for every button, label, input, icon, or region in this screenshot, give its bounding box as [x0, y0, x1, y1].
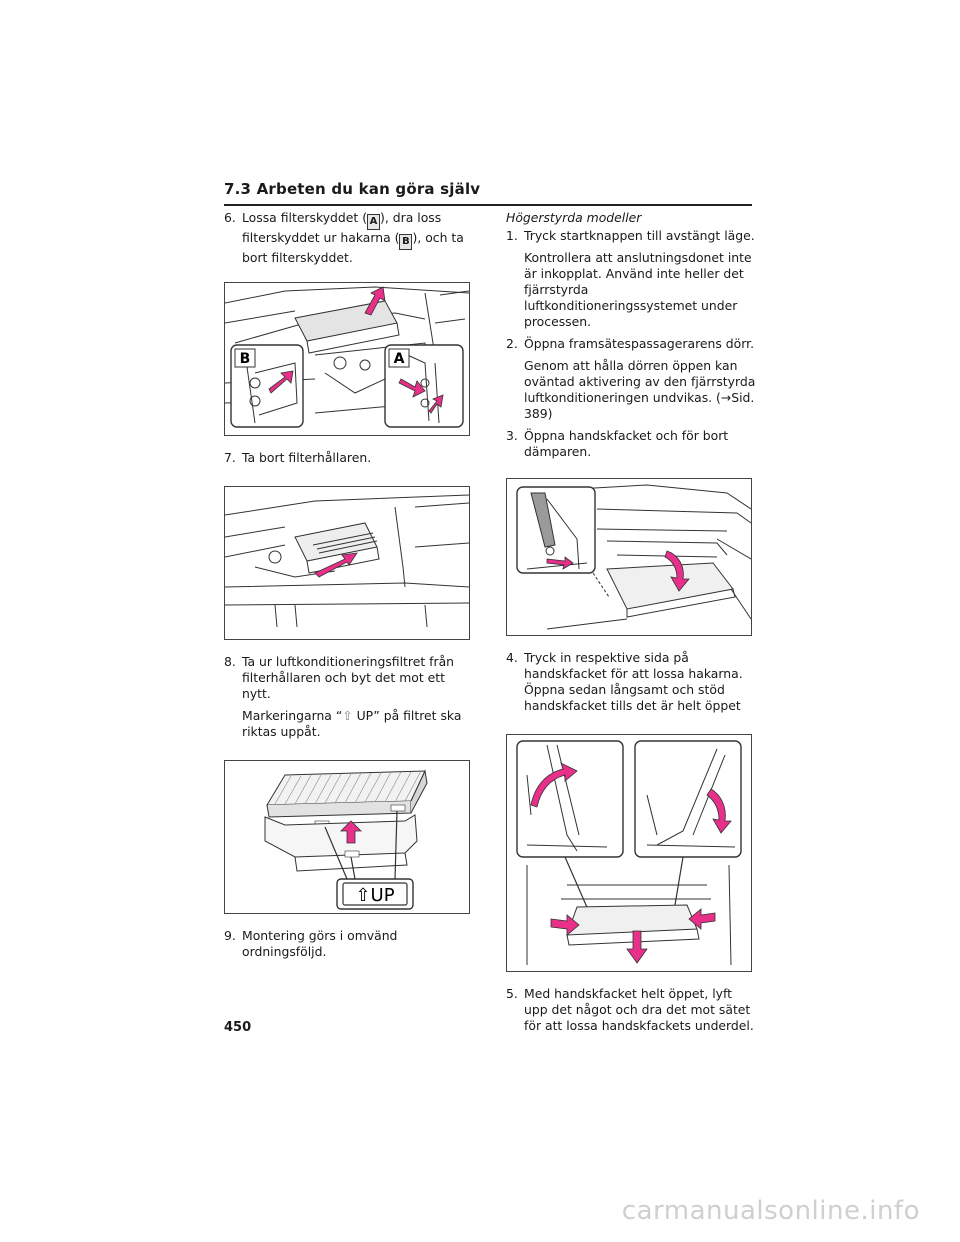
- tag-b: B: [399, 234, 413, 250]
- left-column: 6. Lossa filterskyddet (A), dra loss fil…: [224, 210, 474, 966]
- step-8-note: Markeringarna “⇧ UP” på filtret ska rikt…: [242, 708, 462, 739]
- step-7: 7. Ta bort filterhållaren.: [224, 450, 372, 465]
- up-arrow-icon: ⇧: [342, 708, 353, 723]
- step-5: 5. Med handskfacket helt öppet, lyft upp…: [506, 986, 754, 1033]
- step-1: 1. Tryck startknappen till avstängt läge…: [506, 228, 755, 243]
- step-8: 8. Ta ur luftkonditioneringsfiltret från…: [224, 654, 455, 701]
- tag-a: A: [367, 214, 381, 230]
- step-2-note: Genom att hålla dörren öppen kan oväntad…: [524, 358, 756, 421]
- watermark: carmanualsonline.info: [621, 1196, 920, 1226]
- figure-damper: [506, 478, 752, 636]
- step-3: 3. Öppna handskfacket och för bort dämpa…: [506, 428, 729, 459]
- callout-a: A: [394, 351, 405, 367]
- figure-filter-holder: [224, 486, 470, 640]
- subhead-rhd: Högerstyrda modeller: [506, 210, 642, 225]
- step-9: 9. Montering görs i omvänd ordningsföljd…: [224, 928, 398, 959]
- right-column: Högerstyrda modeller 1. Tryck startknapp…: [506, 210, 756, 1040]
- step-2: 2. Öppna framsätespassagerarens dörr.: [506, 336, 755, 351]
- callout-b: B: [240, 351, 251, 367]
- up-badge: ⇧UP: [355, 885, 394, 906]
- figure-filter-cover: B A: [224, 282, 470, 436]
- step-4: 4. Tryck in respektive sida på handskfac…: [506, 650, 743, 713]
- figure-ac-filter: ⇧UP: [224, 760, 470, 914]
- section-header: 7.3 Arbeten du kan göra själv: [224, 180, 752, 206]
- page-number: 450: [224, 1020, 252, 1035]
- step-6: 6. Lossa filterskyddet (A), dra loss fil…: [224, 210, 464, 265]
- section-title: 7.3 Arbeten du kan göra själv: [224, 180, 481, 198]
- header-rule: [224, 204, 752, 206]
- step-1-note: Kontrollera att anslutningsdonet inte är…: [524, 250, 752, 329]
- figure-glovebox-open: [506, 734, 752, 972]
